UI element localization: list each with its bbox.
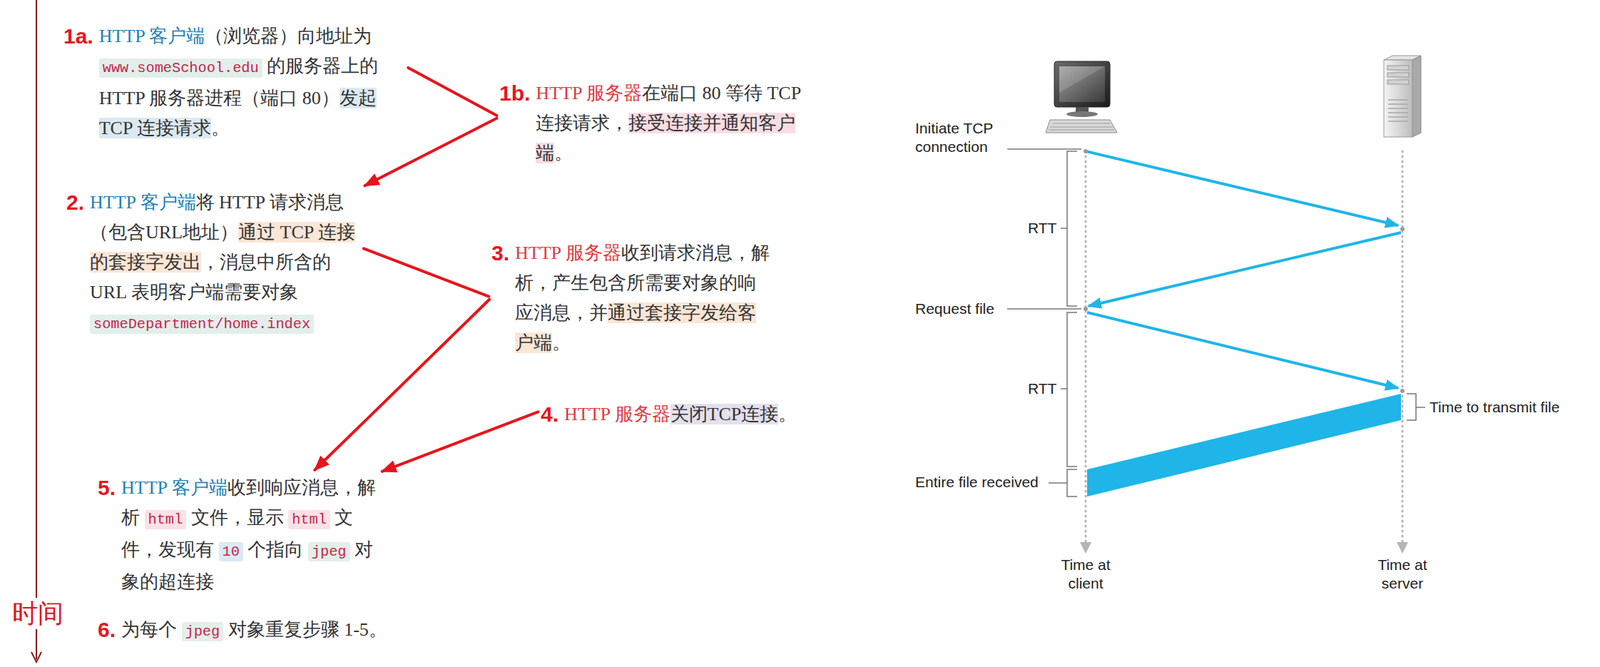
text-run: 发起 TCP 连接请求 [99,87,377,139]
step-block: 4.HTTP 服务器关闭TCP连接。 [540,399,822,430]
leader-line [1060,227,1068,229]
leader-line [1007,308,1082,310]
http-request-arrow [1087,312,1399,389]
step-text: HTTP 客户端将 HTTP 请求消息（包含URL地址）通过 TCP 连接的套接… [89,187,361,340]
duration-label: Time to transmit file [1429,398,1560,417]
rtt-label: RTT [1027,379,1057,399]
monitor-base [1066,111,1098,117]
text-run: 接受连接并通知客户端 [535,112,796,164]
text-run: HTTP 客户端 [89,191,197,213]
event-dot [1400,388,1405,394]
event-dot [1083,149,1088,154]
server-icon [1383,55,1421,137]
drive-bay [1387,65,1409,70]
text-run: 通过套接字发给客户端 [515,302,757,354]
text-run: jpeg [308,542,351,562]
step-number: 1b. [499,78,531,109]
time-axis [35,0,38,660]
transmit-bracket [1406,393,1416,421]
step-text: HTTP 服务器关闭TCP连接。 [564,399,822,430]
step-block: 1b.HTTP 服务器在端口 80 等待 TCP 连接请求，接受连接并通知客户端… [499,78,822,169]
step-block: 6.为每个 jpeg 对象重复步骤 1-5。 [97,614,407,647]
text-run: HTTP 服务器 [535,82,642,104]
file-transfer-band [1087,393,1401,497]
server-side [1412,55,1421,137]
step-block: 5.HTTP 客户端收到响应消息，解析 html 文件，显示 html 文件，发… [97,472,379,598]
text-run: www.someSchool.edu [99,58,263,78]
axis-caption: Time at server [1373,555,1431,593]
step-text: HTTP 客户端收到响应消息，解析 html 文件，显示 html 文件，发现有… [121,472,379,598]
flow-arrow [364,118,497,186]
event-dot [1083,306,1088,312]
flow-arrow [314,299,490,471]
step-number: 2. [66,187,85,218]
step-text: HTTP 服务器在端口 80 等待 TCP 连接请求，接受连接并通知客户端。 [535,78,822,169]
client-timeline [1084,151,1088,543]
leader-line [1060,388,1068,390]
text-run: jpeg [181,622,224,642]
rtt-bracket [1067,151,1078,307]
monitor-neck [1075,106,1089,112]
text-run: HTTP 客户端 [121,477,228,498]
text-run: 10 [218,542,244,562]
monitor [1054,61,1110,107]
tcp-accept-arrow [1088,232,1401,307]
step-block: 3.HTTP 服务器收到请求消息，解析，产生包含所需要对象的响应消息，并通过套接… [491,238,772,359]
text-run: HTTP 服务器 [564,403,671,425]
client-timeline-head [1079,542,1092,554]
step-number: 5. [97,472,116,503]
axis-label: 时间 [9,597,66,630]
flow-arrow [363,248,490,297]
flow-arrow [382,411,539,472]
server-timeline [1401,151,1404,543]
server-vents [1388,99,1409,122]
tcp-request-arrow [1085,151,1399,226]
event-label: Entire file received [915,472,1039,492]
event-dots [1083,149,1405,394]
text-run: HTTP 服务器 [515,242,622,264]
drive-bay [1387,72,1409,78]
screen [1059,66,1105,103]
text-run: html [144,510,187,530]
text-run: HTTP 客户端 [99,25,206,47]
step-number: 6. [97,614,116,645]
event-dot [1400,226,1405,232]
leader-line [1048,482,1068,484]
leader-line [1415,406,1426,409]
client-computer-icon [1045,61,1118,133]
annotation-lines [1007,149,1426,497]
receive-bracket [1067,469,1078,497]
server-timeline-head [1396,542,1409,554]
text-run: 关闭TCP连接 [670,403,779,425]
step-text: HTTP 服务器收到请求消息，解析，产生包含所需要对象的响应消息，并通过套接字发… [515,238,772,359]
screen-glare [1059,66,1105,93]
leader-line [1007,148,1082,150]
step-text: 为每个 jpeg 对象重复步骤 1-5。 [121,614,407,647]
rtt-bracket [1067,312,1078,467]
event-label: Initiate TCP connection [915,119,1012,157]
rtt-label: RTT [1027,218,1057,238]
flow-arrow [408,67,497,116]
text-run: someDepartment/home.index [89,314,314,334]
step-text: HTTP 客户端（浏览器）向地址为 www.someSchool.edu 的服务… [99,21,406,144]
keyboard-keys [1048,123,1115,130]
step-number: 1a. [63,21,94,52]
step-number: 3. [491,238,510,269]
event-label: Request file [915,299,995,319]
axis-caption: Time at client [1057,555,1115,593]
time-axis-head [31,651,42,662]
text-run: 通过 TCP 连接的套接字发出 [89,221,356,273]
text-run: html [288,510,331,530]
step-block: 2.HTTP 客户端将 HTTP 请求消息（包含URL地址）通过 TCP 连接的… [66,187,361,340]
step-number: 4. [540,399,559,430]
server-front [1383,59,1413,137]
step-block: 1a.HTTP 客户端（浏览器）向地址为 www.someSchool.edu … [63,21,406,144]
keyboard [1045,119,1118,133]
drive-bay [1387,79,1409,85]
